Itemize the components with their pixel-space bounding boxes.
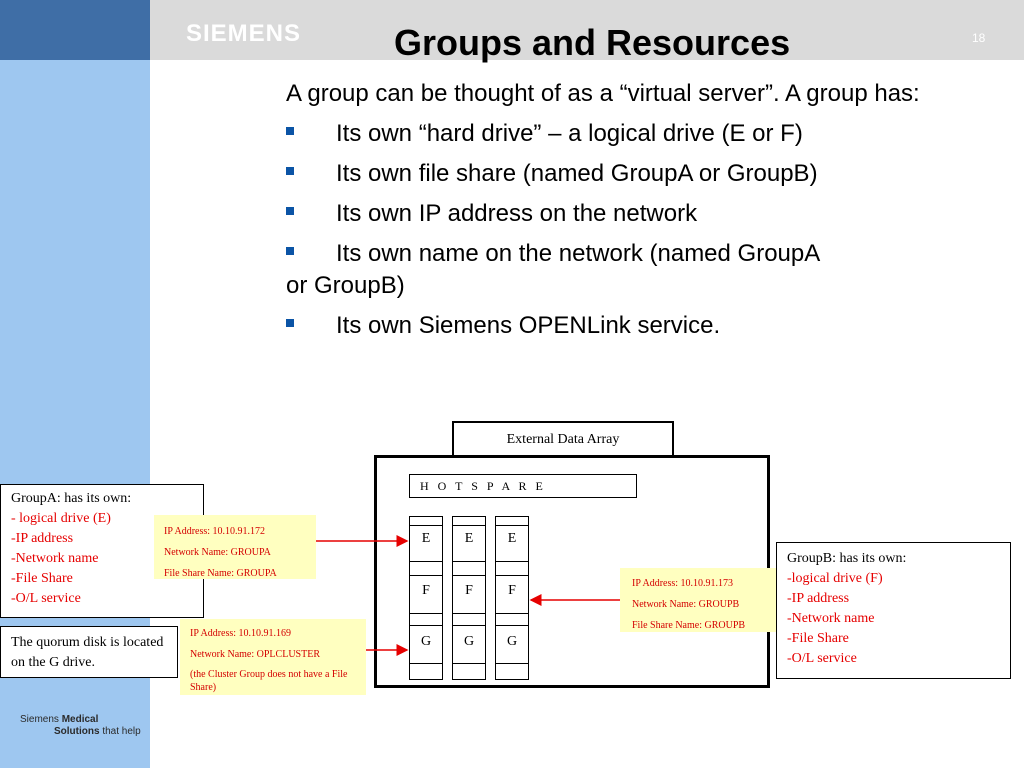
groupA-heading: GroupA: has its own: [11, 491, 132, 506]
square-bullet-icon [286, 167, 294, 175]
drive-g: G [506, 634, 518, 649]
groupA-share-name: File Share Name: GROUPA [164, 568, 277, 579]
bullet-text: Its own “hard drive” – a logical drive (… [336, 120, 803, 147]
cluster-network-name: Network Name: OPLCLUSTER [190, 649, 320, 660]
bullet-text: Its own IP address on the network [336, 200, 698, 227]
cluster-callout: IP Address: 10.10.91.169 Network Name: O… [180, 619, 366, 695]
cluster-note: (the Cluster Group does not have a File … [190, 669, 348, 693]
groupA-item: -O/L service [11, 591, 81, 606]
drive-column: E F G [495, 516, 529, 680]
drive-f: F [422, 583, 430, 598]
square-bullet-icon [286, 247, 294, 255]
groupB-item: -logical drive (F) [787, 571, 883, 586]
cluster-ip: IP Address: 10.10.91.169 [190, 628, 292, 639]
groupA-callout: IP Address: 10.10.91.172 Network Name: G… [154, 515, 316, 579]
square-bullet-icon [286, 207, 294, 215]
hot-spare-drive: H O T S P A R E [409, 474, 637, 498]
drive-f: F [508, 583, 516, 598]
bullet-item: Its own name on the network (named Group… [286, 238, 926, 302]
drive-f: F [465, 583, 473, 598]
groupB-callout: IP Address: 10.10.91.173 Network Name: G… [620, 568, 776, 632]
groupA-network-name: Network Name: GROUPA [164, 547, 271, 558]
bullet-item: Its own IP address on the network [286, 198, 926, 230]
square-bullet-icon [286, 319, 294, 327]
bullet-continuation: or GroupB) [286, 272, 405, 299]
drive-e: E [421, 531, 431, 546]
groupA-item: -File Share [11, 571, 73, 586]
groupA-item: -IP address [11, 531, 74, 546]
bullet-item: Its own file share (named GroupA or Grou… [286, 158, 926, 190]
groupA-item: - logical drive (E) [11, 511, 111, 526]
groupB-ip: IP Address: 10.10.91.173 [632, 578, 734, 589]
external-data-array-label: External Data Array [452, 421, 674, 457]
groupB-heading: GroupB: has its own: [787, 551, 907, 566]
header-blue-block [0, 0, 150, 60]
header-gray-band [150, 0, 1024, 60]
intro-text: A group can be thought of as a “virtual … [286, 80, 920, 107]
drive-e: E [507, 531, 517, 546]
slide-title: Groups and Resources [394, 22, 791, 63]
drive-g: G [420, 634, 432, 649]
groupA-ip: IP Address: 10.10.91.172 [164, 526, 266, 537]
groupB-share-name: File Share Name: GROUPB [632, 620, 746, 631]
quorum-box: The quorum disk is located on the G driv… [0, 626, 178, 678]
drive-e: E [464, 531, 474, 546]
groupB-item: -IP address [787, 591, 850, 606]
page-number: 18 [972, 31, 986, 45]
bullet-item: Its own “hard drive” – a logical drive (… [286, 118, 926, 150]
groupB-item: -Network name [787, 611, 875, 626]
bullet-text: Its own file share (named GroupA or Grou… [336, 160, 818, 187]
siemens-medical-logo: Siemens Medical Solutions that help [20, 714, 141, 737]
siemens-logo: SIEMENS [186, 20, 302, 47]
groupA-box: GroupA: has its own: - logical drive (E)… [0, 484, 204, 618]
drive-column: E F G [452, 516, 486, 680]
bullet-item: Its own Siemens OPENLink service. [286, 310, 926, 342]
groupB-network-name: Network Name: GROUPB [632, 599, 740, 610]
groupB-box: GroupB: has its own: -logical drive (F) … [776, 542, 1011, 679]
bullet-text: Its own Siemens OPENLink service. [336, 312, 721, 339]
quorum-text: The quorum disk is located on the G driv… [11, 635, 164, 670]
groupA-item: -Network name [11, 551, 99, 566]
bullet-text: Its own name on the network (named Group… [336, 240, 821, 267]
groupB-item: -File Share [787, 631, 849, 646]
body-text: A group can be thought of as a “virtual … [286, 78, 926, 350]
square-bullet-icon [286, 127, 294, 135]
groupB-item: -O/L service [787, 651, 857, 666]
drive-column: E F G [409, 516, 443, 680]
drive-g: G [463, 634, 475, 649]
